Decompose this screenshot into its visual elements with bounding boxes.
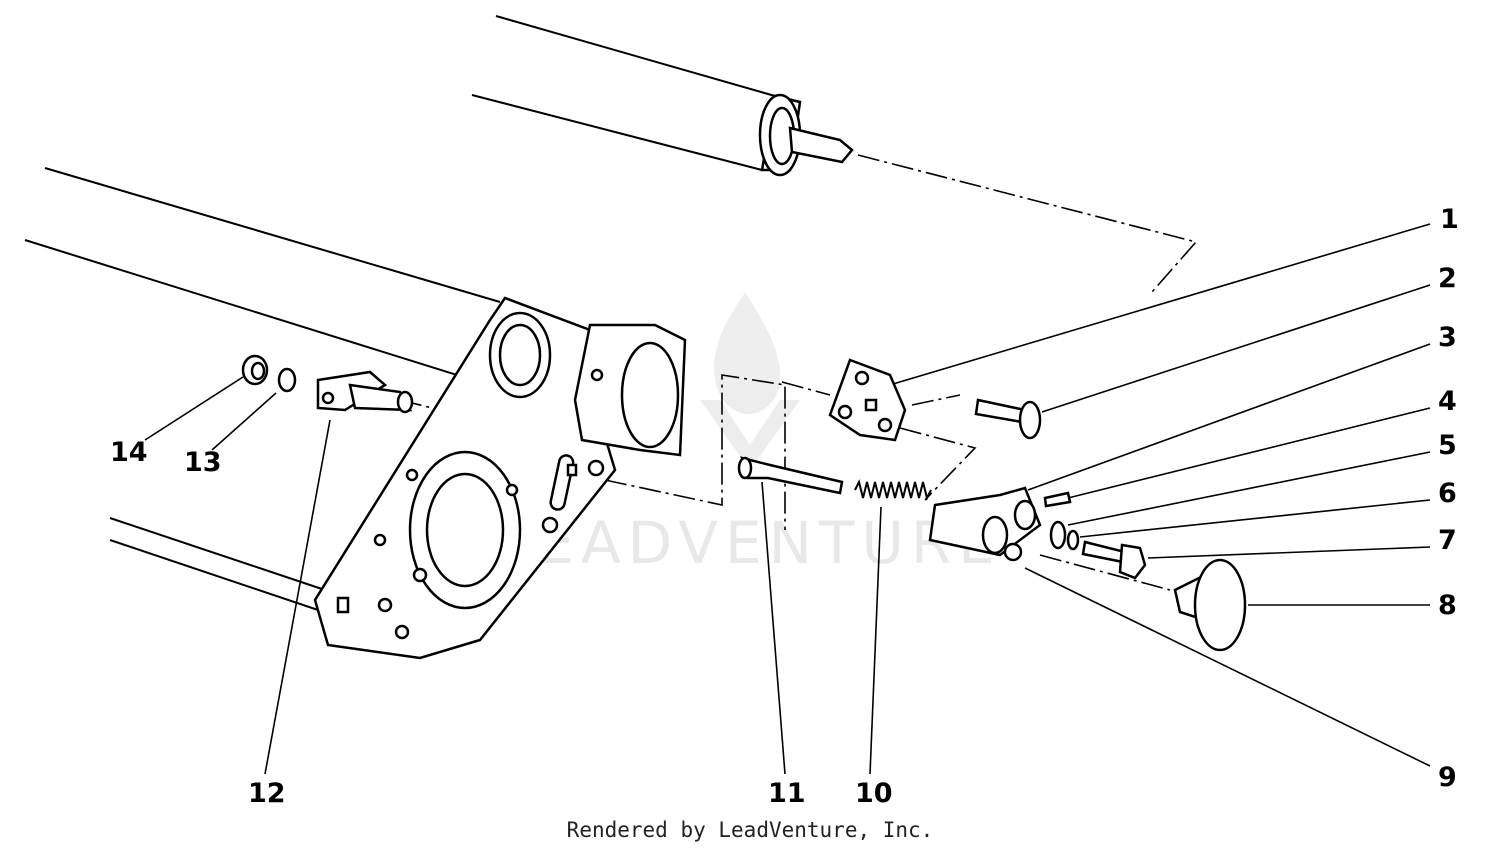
callout-3: 3 xyxy=(1438,322,1457,353)
callout-13: 13 xyxy=(184,447,222,478)
part-8-knob xyxy=(1173,558,1247,652)
callout-8: 8 xyxy=(1438,590,1457,621)
part-2-carriage-bolt xyxy=(974,398,1042,440)
watermark-flame-icon xyxy=(714,292,781,415)
watermark-text: LEADVENTURE xyxy=(498,509,1002,577)
callout-14: 14 xyxy=(110,437,148,468)
callout-6: 6 xyxy=(1438,478,1457,509)
callout-labels: 1 2 3 4 5 6 7 8 9 10 11 12 13 14 xyxy=(110,204,1459,809)
part-11-adjusting-rod xyxy=(737,456,844,495)
part-4-set-screw xyxy=(1043,491,1072,508)
footer-credit: Rendered by LeadVenture, Inc. xyxy=(566,818,934,842)
callout-12: 12 xyxy=(248,778,286,809)
part-6-lock-washer xyxy=(1066,529,1080,551)
part-10-spring xyxy=(854,479,932,501)
callout-9: 9 xyxy=(1438,762,1457,793)
part-5-washer xyxy=(1049,520,1067,550)
callout-11: 11 xyxy=(768,778,806,809)
part-12-pivot-stud xyxy=(316,370,414,414)
part-9-nut xyxy=(1003,542,1023,562)
part-1-bracket xyxy=(828,358,907,442)
part-13-washer xyxy=(277,367,297,393)
side-plate xyxy=(313,296,687,660)
callout-2: 2 xyxy=(1438,263,1457,294)
callout-1: 1 xyxy=(1440,204,1459,235)
leader-lines xyxy=(144,223,1431,775)
callout-10: 10 xyxy=(855,778,893,809)
leadventure-watermark: LEADVENTURE xyxy=(498,292,1002,577)
watermark-v-icon xyxy=(700,400,800,470)
callout-7: 7 xyxy=(1438,525,1457,556)
part-14-nut xyxy=(241,354,269,386)
callout-5: 5 xyxy=(1438,430,1457,461)
callout-4: 4 xyxy=(1438,386,1457,417)
part-3-adjuster-block xyxy=(928,486,1042,557)
part-7-hex-bolt xyxy=(1081,540,1147,580)
reel-roller xyxy=(758,93,854,177)
